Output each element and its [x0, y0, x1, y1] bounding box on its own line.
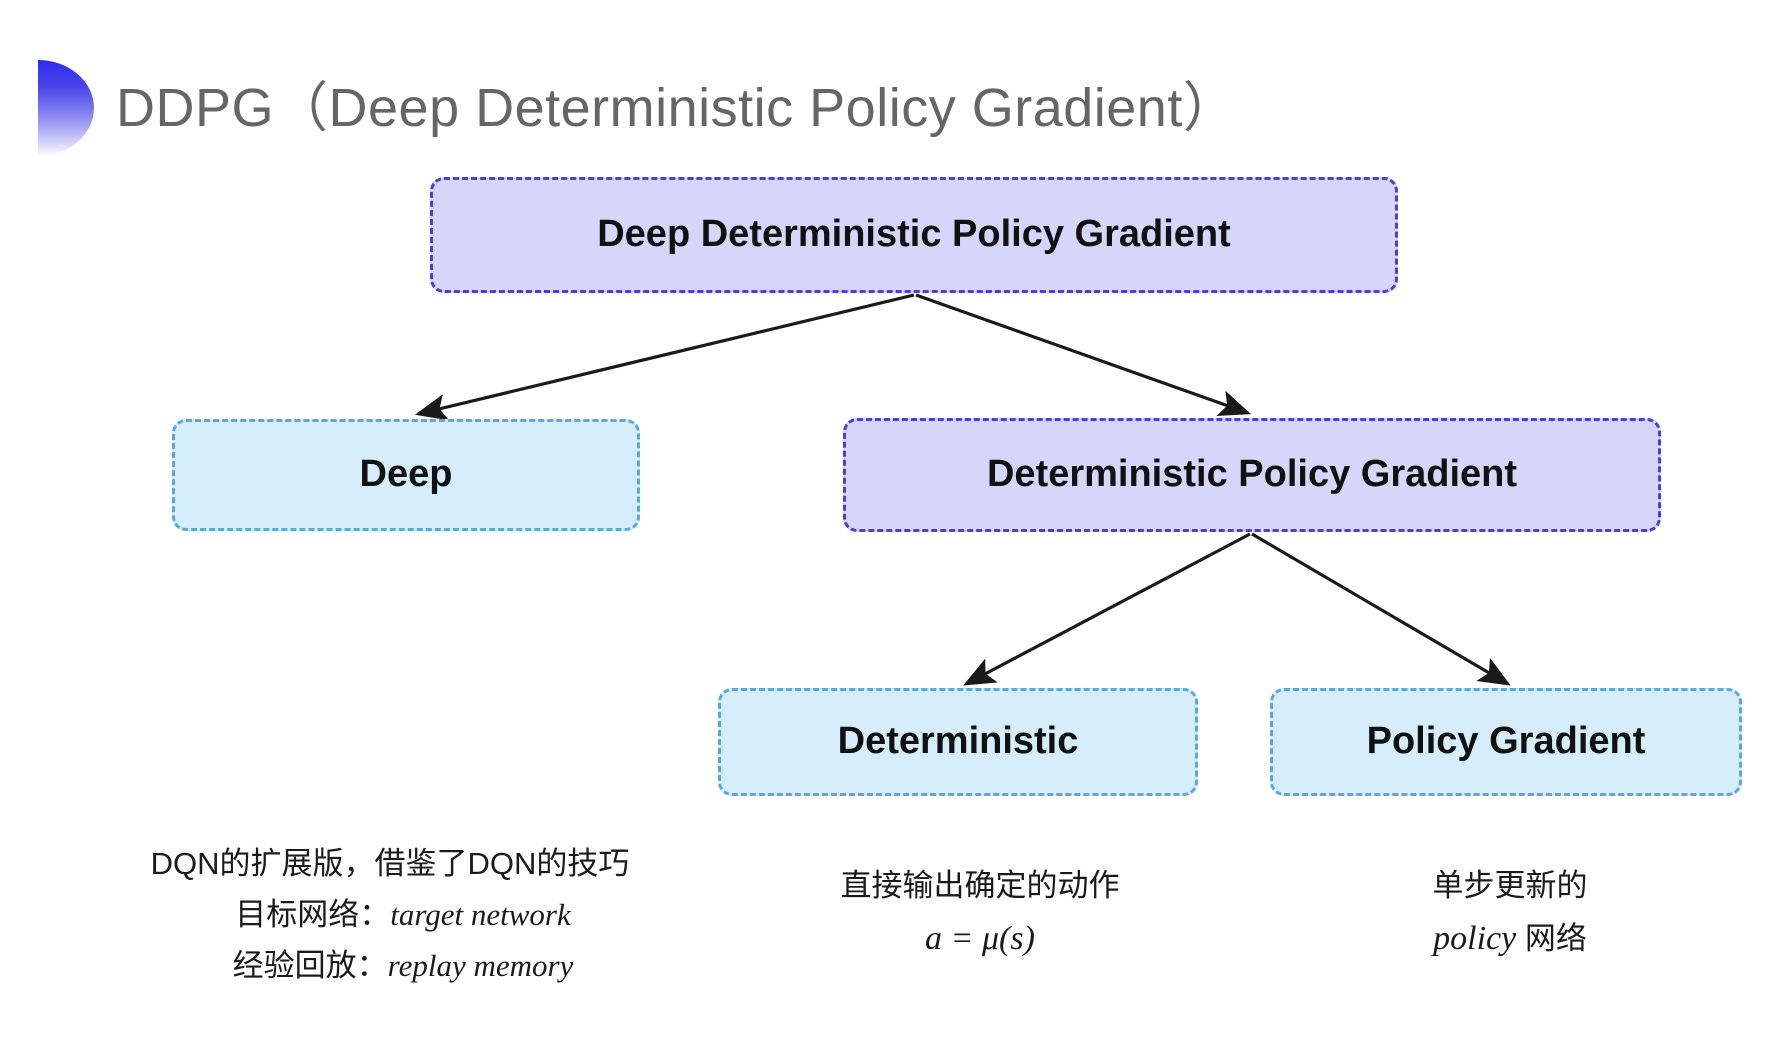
caption-policy-gradient-line-1: 单步更新的: [1432, 868, 1588, 903]
node-deep[interactable]: Deep: [172, 419, 640, 531]
title-bullet-shape-icon: [38, 60, 94, 156]
page-title: DDPG（Deep Deterministic Policy Gradient）: [116, 78, 1238, 138]
caption-deep: DQN的扩展版，借鉴了DQN的技巧 目标网络：target network 经验…: [100, 838, 680, 991]
caption-deterministic: 直接输出确定的动作 a = μ(s): [770, 860, 1190, 967]
edge-root-to-deep: [414, 293, 915, 421]
caption-deterministic-formula: a = μ(s): [925, 920, 1035, 958]
node-label: Deep: [359, 453, 453, 496]
node-label: Policy Gradient: [1366, 720, 1646, 763]
node-label: Deep Deterministic Policy Gradient: [597, 213, 1231, 256]
caption-deterministic-line-1: 直接输出确定的动作: [840, 868, 1120, 903]
node-label: Deterministic: [837, 720, 1079, 763]
caption-deep-line-3: 经验回放：replay memory: [100, 940, 680, 991]
node-policy-gradient[interactable]: Policy Gradient: [1270, 688, 1742, 796]
node-deterministic[interactable]: Deterministic: [718, 688, 1198, 796]
caption-target-network-label: 目标网络：: [235, 897, 391, 933]
caption-deep-line-1: DQN的扩展版，借鉴了DQN的技巧: [150, 846, 630, 881]
caption-policy-gradient: 单步更新的 policy 网络: [1320, 860, 1700, 967]
edge-dpg-to-policy-gradient: [1251, 532, 1511, 686]
caption-policy-term: policy: [1433, 920, 1517, 958]
caption-replay-memory-label: 经验回放：: [232, 948, 388, 984]
slide-title-row: DDPG（Deep Deterministic Policy Gradient）: [0, 58, 1237, 158]
caption-policy-gradient-line-2: policy 网络: [1320, 911, 1700, 967]
caption-policy-suffix: 网络: [1516, 921, 1587, 957]
caption-target-network-term: target network: [390, 897, 571, 933]
node-deep-deterministic-policy-gradient[interactable]: Deep Deterministic Policy Gradient: [430, 177, 1398, 293]
edge-dpg-to-deterministic: [963, 532, 1251, 686]
edge-root-to-dpg: [915, 293, 1252, 417]
node-label: Deterministic Policy Gradient: [986, 453, 1518, 496]
node-deterministic-policy-gradient[interactable]: Deterministic Policy Gradient: [843, 418, 1661, 532]
caption-deep-line-2: 目标网络：target network: [100, 889, 680, 940]
caption-replay-memory-term: replay memory: [387, 948, 574, 984]
